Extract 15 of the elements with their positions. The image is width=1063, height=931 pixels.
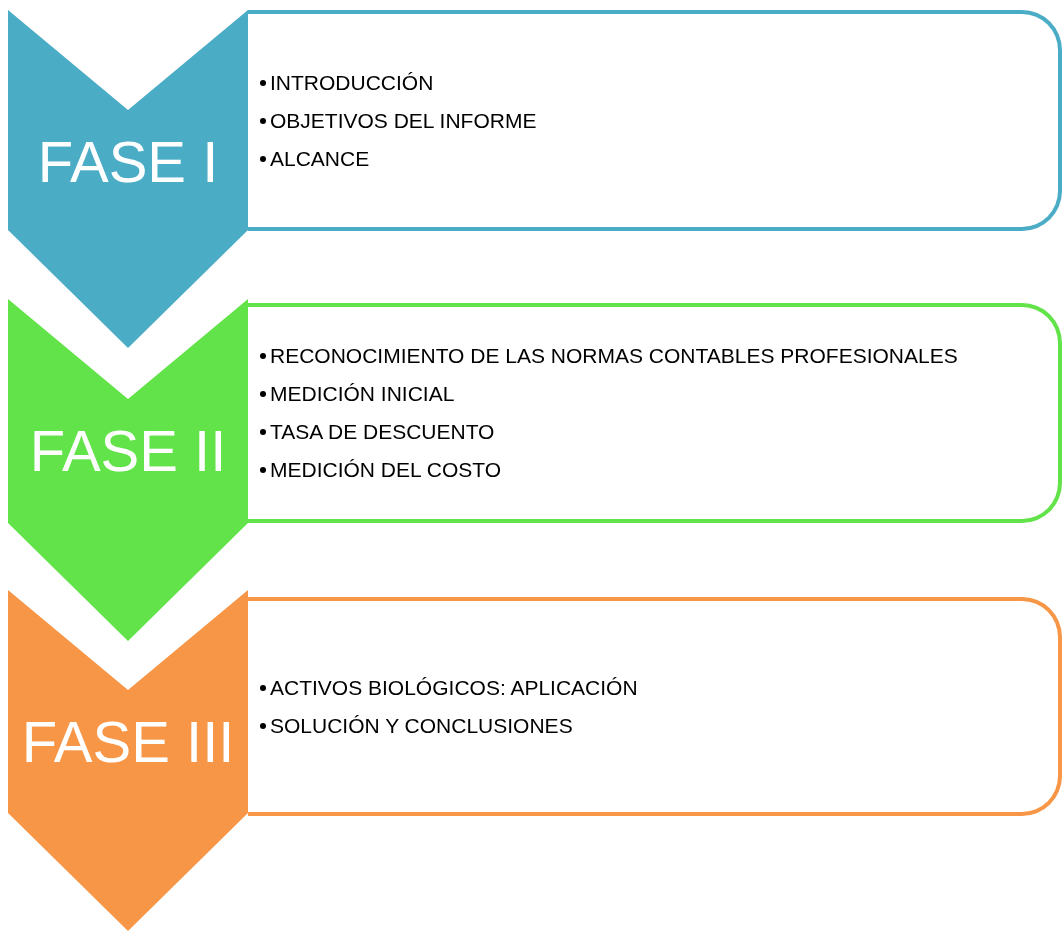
list-item: RECONOCIMIENTO DE LAS NORMAS CONTABLES PROFESIONALES [270, 343, 958, 370]
list-item: SOLUCIÓN Y CONCLUSIONES [270, 712, 573, 739]
phase-label: FASE III [21, 710, 235, 774]
list-item: MEDICIÓN INICIAL [270, 381, 455, 408]
content-box [248, 10, 1062, 231]
list-item: ALCANCE [270, 145, 370, 172]
list-item: INTRODUCCIÓN [270, 69, 434, 96]
phase-label: FASE I [37, 130, 219, 194]
list-item: TASA DE DESCUENTO [270, 419, 495, 446]
phase-label: FASE II [29, 419, 227, 483]
list-item: ACTIVOS BIOLÓGICOS: APLICACIÓN [270, 674, 638, 701]
content-box [248, 597, 1062, 816]
list-item: OBJETIVOS DEL INFORME [270, 107, 537, 134]
content-box [248, 303, 1062, 523]
list-item: MEDICIÓN DEL COSTO [270, 457, 502, 484]
